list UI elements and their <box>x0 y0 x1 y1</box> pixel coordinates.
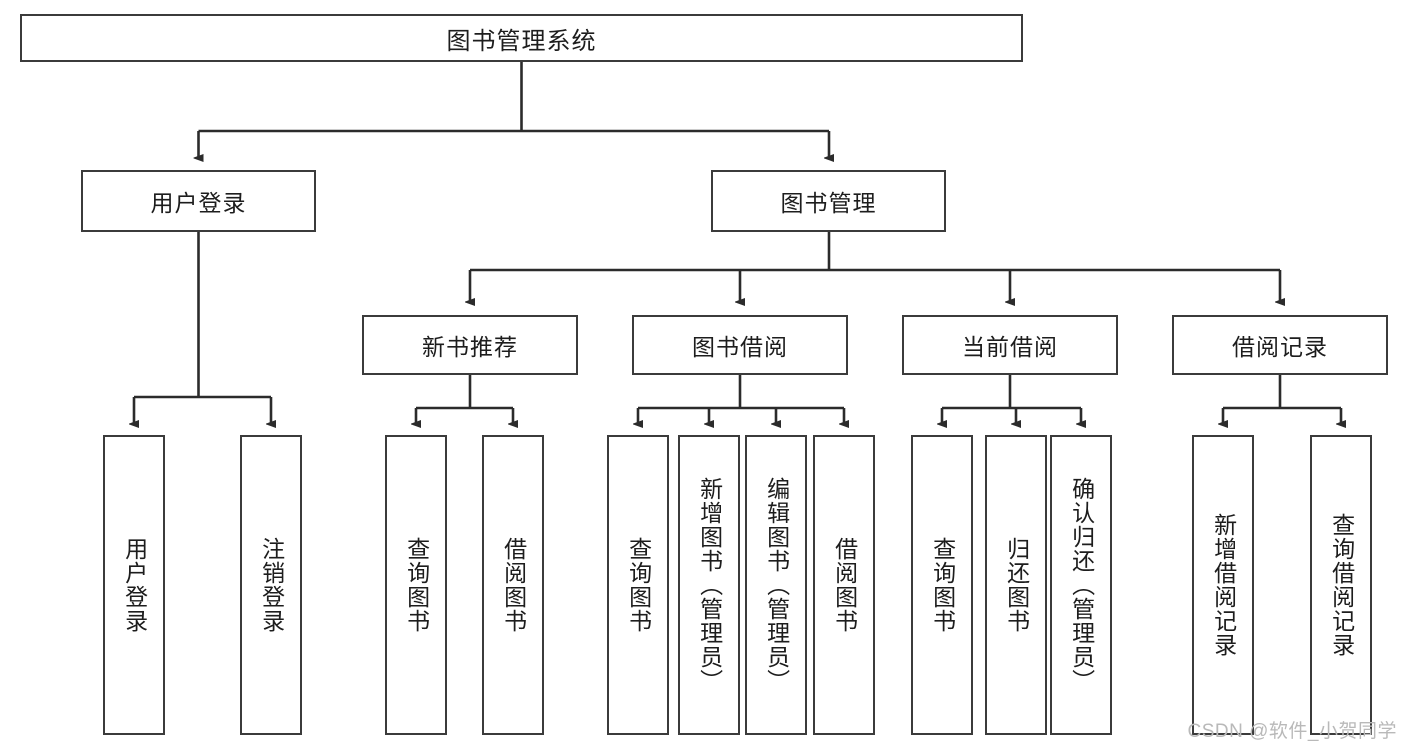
node-user-login[interactable]: 用户登录 <box>81 170 316 232</box>
leaf-borrow-book-2-label: 借阅图书 <box>831 537 858 633</box>
leaf-return-book-label: 归还图书 <box>1003 537 1030 633</box>
leaf-confirm-return-label: 确认归还（管理员） <box>1068 477 1095 693</box>
leaf-edit-book-label: 编辑图书（管理员） <box>763 477 790 693</box>
node-book-borrow[interactable]: 图书借阅 <box>632 315 848 375</box>
leaf-query-book-3[interactable]: 查询图书 <box>911 435 973 735</box>
leaf-query-book-3-label: 查询图书 <box>929 537 956 633</box>
leaf-user-login-label: 用户登录 <box>121 537 148 633</box>
leaf-query-record-label: 查询借阅记录 <box>1328 513 1355 657</box>
leaf-borrow-book-1-label: 借阅图书 <box>500 537 527 633</box>
leaf-borrow-book-1[interactable]: 借阅图书 <box>482 435 544 735</box>
leaf-add-record-label: 新增借阅记录 <box>1210 513 1237 657</box>
node-borrow-record[interactable]: 借阅记录 <box>1172 315 1388 375</box>
leaf-user-login[interactable]: 用户登录 <box>103 435 165 735</box>
leaf-query-book-1-label: 查询图书 <box>403 537 430 633</box>
leaf-add-book-label: 新增图书（管理员） <box>696 477 723 693</box>
node-root[interactable]: 图书管理系统 <box>20 14 1023 62</box>
node-new-book-recommend-label: 新书推荐 <box>422 334 518 360</box>
leaf-confirm-return[interactable]: 确认归还（管理员） <box>1050 435 1112 735</box>
node-current-borrow[interactable]: 当前借阅 <box>902 315 1118 375</box>
node-current-borrow-label: 当前借阅 <box>962 334 1058 360</box>
watermark: CSDN @软件_小贺同学 <box>1187 721 1397 742</box>
leaf-user-logout[interactable]: 注销登录 <box>240 435 302 735</box>
leaf-borrow-book-2[interactable]: 借阅图书 <box>813 435 875 735</box>
node-new-book-recommend[interactable]: 新书推荐 <box>362 315 578 375</box>
node-book-manage[interactable]: 图书管理 <box>711 170 946 232</box>
node-borrow-record-label: 借阅记录 <box>1232 334 1328 360</box>
leaf-add-book[interactable]: 新增图书（管理员） <box>678 435 740 735</box>
leaf-query-book-1[interactable]: 查询图书 <box>385 435 447 735</box>
leaf-return-book[interactable]: 归还图书 <box>985 435 1047 735</box>
leaf-query-book-2[interactable]: 查询图书 <box>607 435 669 735</box>
leaf-user-logout-label: 注销登录 <box>258 537 285 633</box>
node-root-label: 图书管理系统 <box>446 27 597 55</box>
leaf-edit-book[interactable]: 编辑图书（管理员） <box>745 435 807 735</box>
node-book-borrow-label: 图书借阅 <box>692 334 788 360</box>
leaf-add-record[interactable]: 新增借阅记录 <box>1192 435 1254 735</box>
node-book-manage-label: 图书管理 <box>780 190 877 216</box>
leaf-query-record[interactable]: 查询借阅记录 <box>1310 435 1372 735</box>
leaf-query-book-2-label: 查询图书 <box>625 537 652 633</box>
node-user-login-label: 用户登录 <box>150 190 247 216</box>
